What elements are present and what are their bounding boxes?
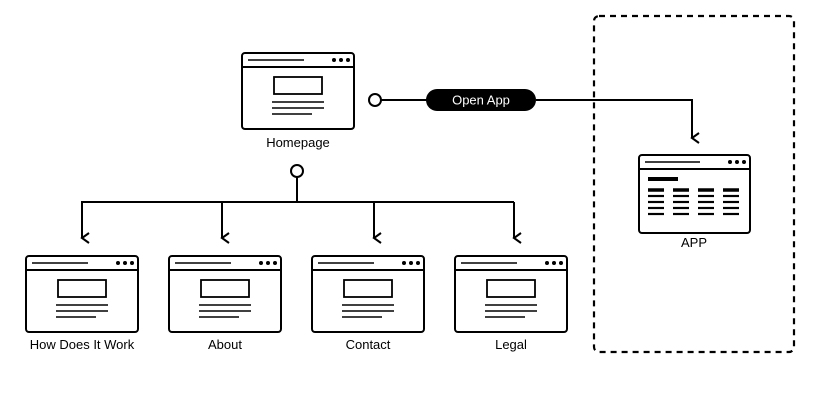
app-label: APP [681, 235, 707, 250]
page-window-how-it-works[interactable] [25, 255, 139, 333]
tree-root-node [290, 164, 304, 178]
page-window-contact[interactable] [311, 255, 425, 333]
app-table-icon [648, 188, 739, 216]
page-label-how-it-works: How Does It Work [30, 337, 135, 352]
homepage-window[interactable] [241, 52, 355, 130]
page-label-about: About [208, 337, 242, 352]
open-app-button[interactable]: Open App [426, 89, 536, 111]
app-zone-boundary [592, 14, 796, 354]
connector-line-right [536, 99, 700, 144]
connector-start-node [368, 93, 382, 107]
open-app-label: Open App [452, 93, 510, 108]
page-window-about[interactable] [168, 255, 282, 333]
homepage-label: Homepage [266, 135, 330, 150]
app-window[interactable] [638, 154, 751, 234]
page-label-legal: Legal [495, 337, 527, 352]
page-label-contact: Contact [346, 337, 391, 352]
page-window-legal[interactable] [454, 255, 568, 333]
